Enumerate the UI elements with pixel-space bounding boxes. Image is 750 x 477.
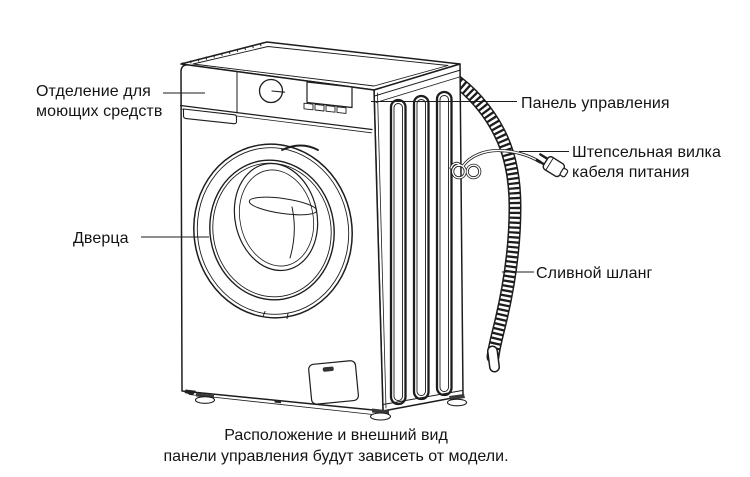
panel-buttons [303,102,347,114]
door-handle [281,144,319,151]
filter-door [308,360,359,405]
program-knob [258,78,284,104]
side-panel [373,63,464,412]
display [306,81,353,109]
machine-body [179,41,468,421]
label-drain-hose: Сливной шланг [536,265,653,282]
detergent-drawer [182,108,238,125]
side-panel-grooves [389,90,453,406]
machine-feet [184,389,468,421]
front-panel [180,64,384,416]
drain-hose [445,71,522,373]
door [193,143,353,319]
power-cord [449,148,542,180]
leader-lines [141,92,569,273]
model-note-caption: Расположение и внешний вид панели управл… [163,427,509,465]
label-door: Дверца [73,230,129,247]
control-panel [179,72,373,134]
label-detergent-compartment: Отделение для моющих средств [36,83,163,120]
label-control-panel: Панель управления [521,95,670,112]
power-plug-icon [535,153,569,178]
label-power-plug: Штепсельная вилка кабеля питания [572,144,721,181]
